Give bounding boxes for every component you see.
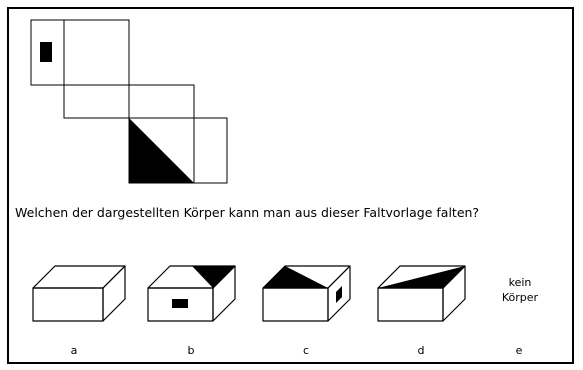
- option-b-letter: b: [187, 344, 195, 357]
- option-b-top-triangle: [192, 266, 235, 288]
- option-d-top-triangle: [378, 266, 465, 288]
- option-e-label[interactable]: kein Körper: [495, 275, 545, 305]
- net-black-triangle-mark: [129, 118, 194, 183]
- option-c-letter: c: [302, 344, 310, 357]
- option-e-line1: kein: [508, 276, 532, 289]
- net-face-small-right: [193, 117, 228, 184]
- option-e-line2: Körper: [501, 291, 539, 304]
- option-a-box[interactable]: [32, 265, 126, 322]
- option-e-letter: e: [515, 344, 523, 357]
- option-c-side-rectangle: [336, 286, 342, 303]
- option-b-front-rectangle: [172, 299, 188, 308]
- option-c-top-triangle: [263, 266, 328, 288]
- option-d-letter: d: [417, 344, 425, 357]
- net-black-rectangle-mark: [40, 42, 52, 62]
- question-text: Welchen der dargestellten Körper kann ma…: [15, 205, 480, 220]
- option-a-letter: a: [70, 344, 78, 357]
